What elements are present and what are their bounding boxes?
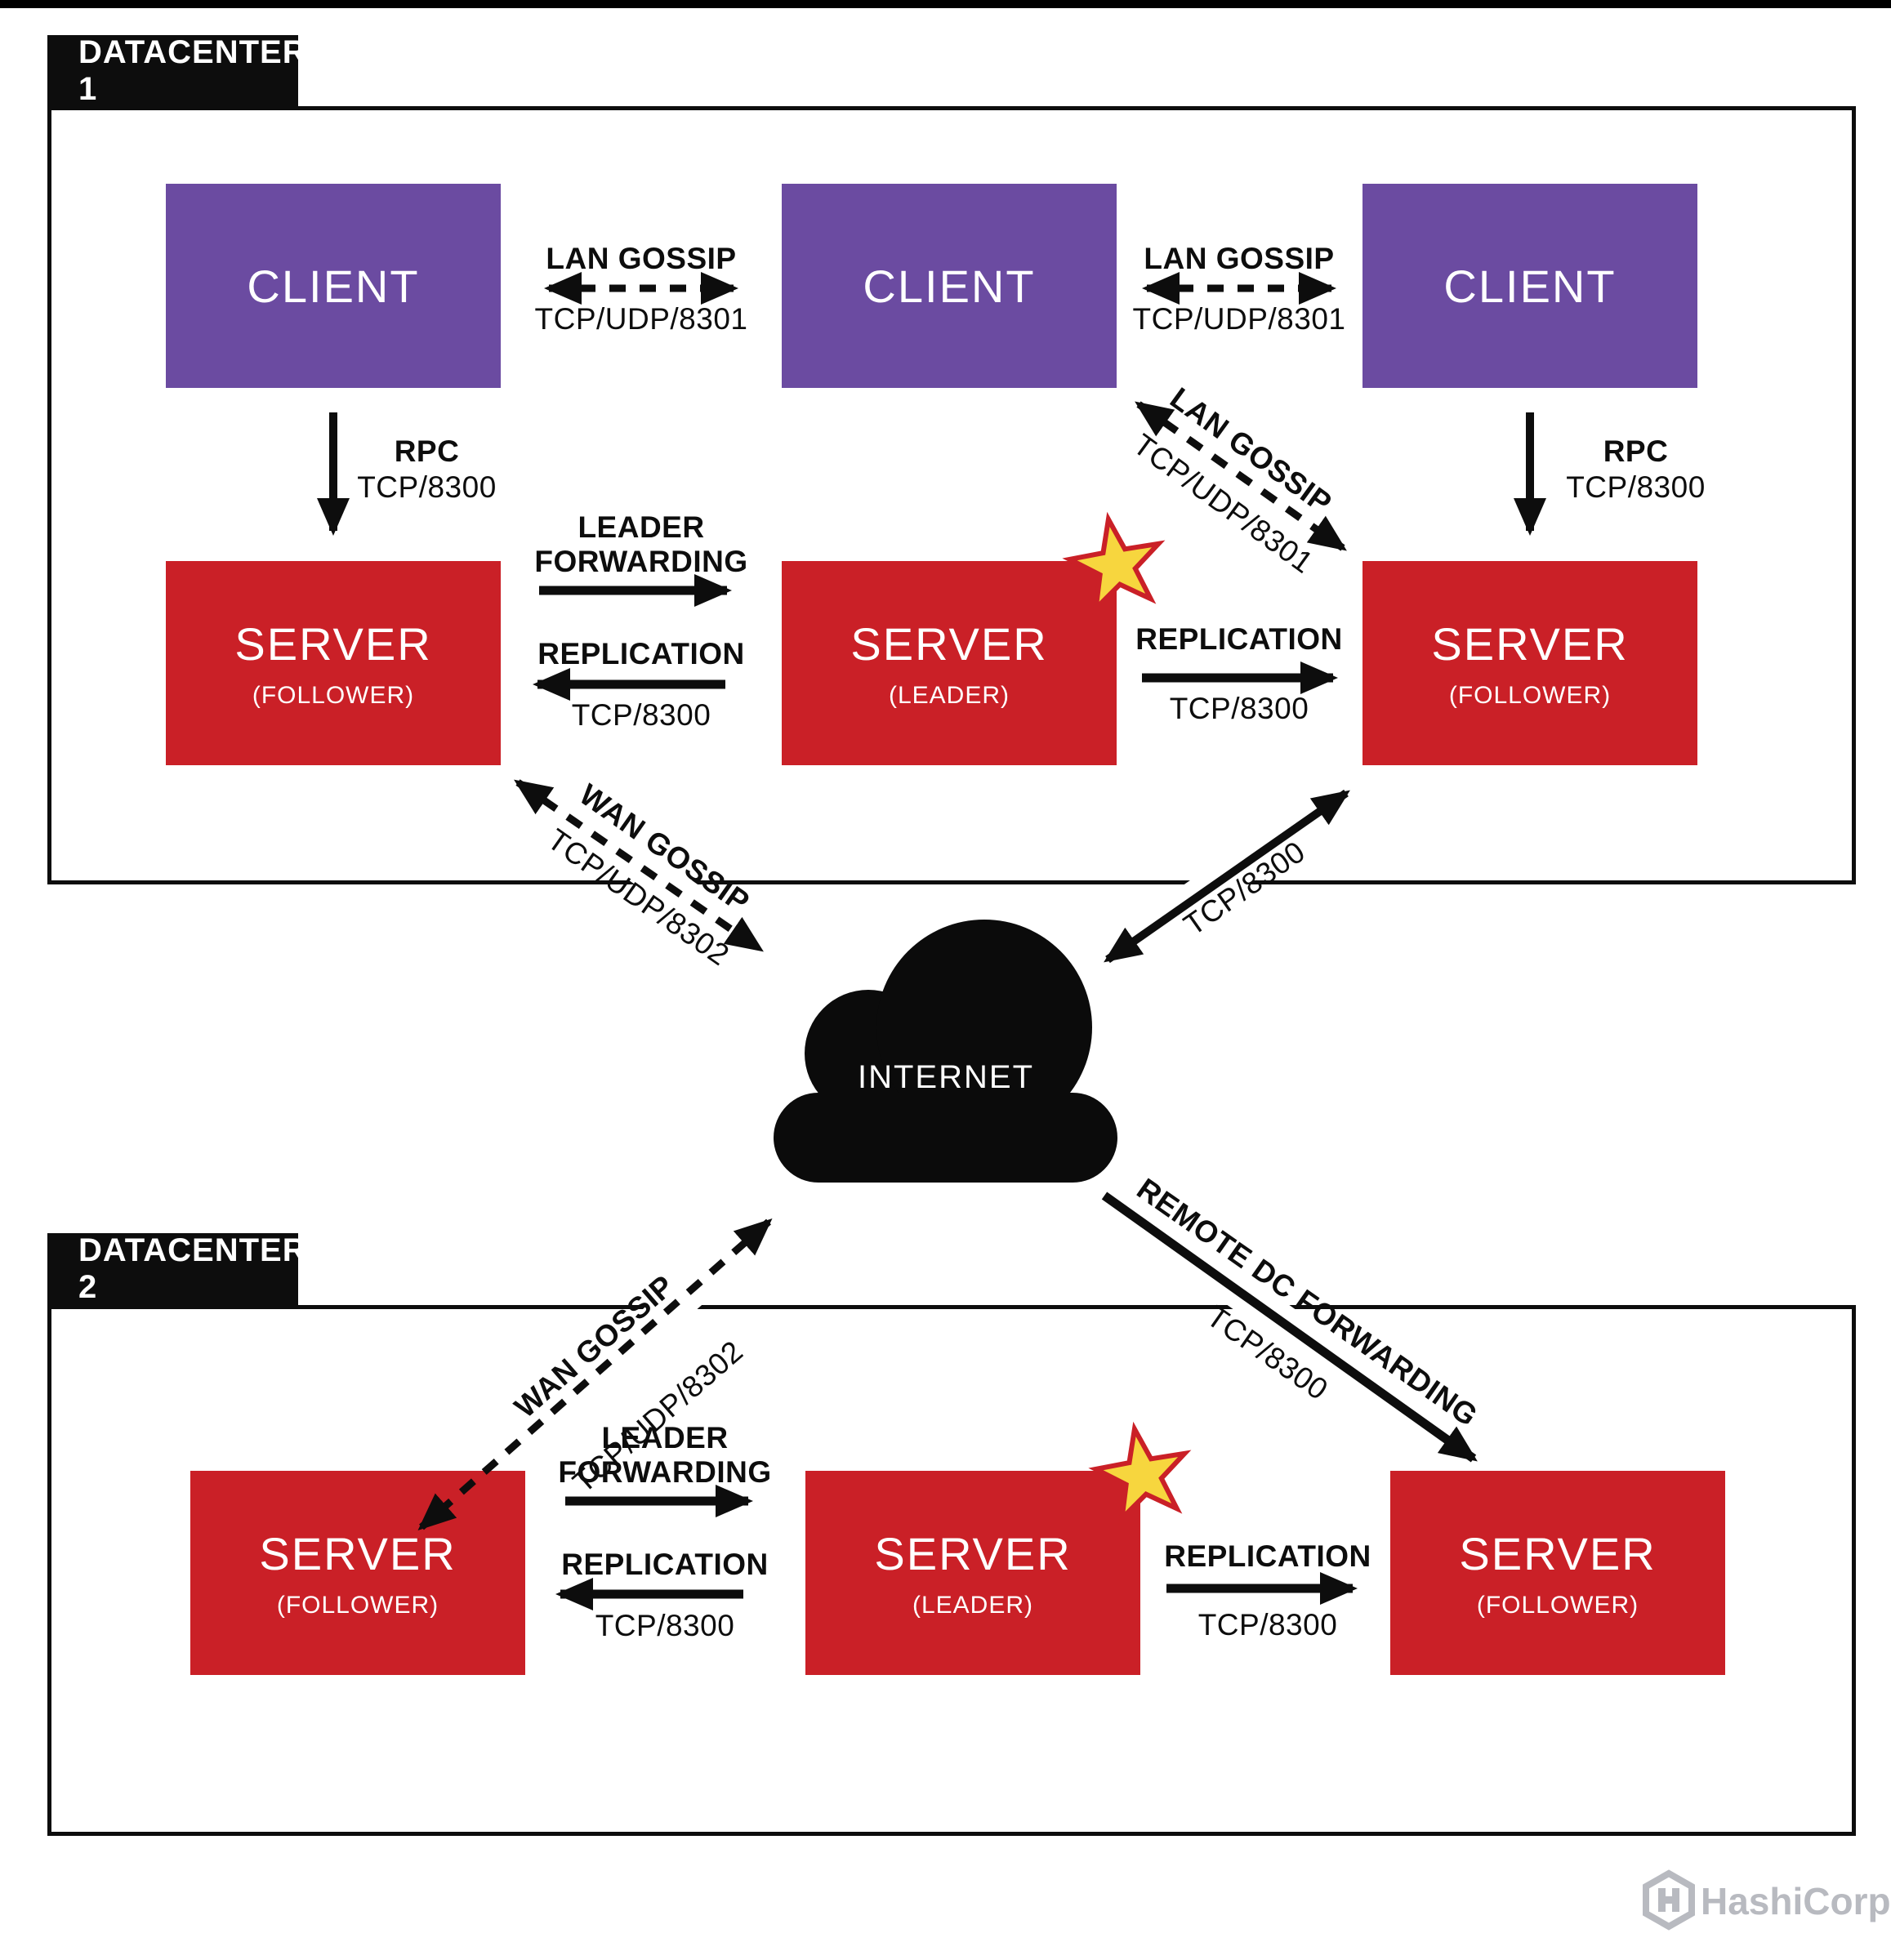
replication-dc2-right-port: TCP/8300 bbox=[1197, 1608, 1338, 1642]
datacenter1-label: DATACENTER 1 bbox=[78, 34, 307, 107]
lan-gossip-left-title: LAN GOSSIP bbox=[546, 242, 737, 275]
rpc-left-title: RPC bbox=[394, 434, 460, 468]
server-box-dc1-follower-right: SERVER (FOLLOWER) bbox=[1363, 561, 1697, 765]
leader-forwarding-dc2-line1: LEADER bbox=[601, 1421, 729, 1454]
replication-dc2-right-title: REPLICATION bbox=[1164, 1539, 1371, 1573]
internet-label: INTERNET bbox=[858, 1059, 1034, 1095]
hashicorp-logo-icon bbox=[1643, 1869, 1695, 1931]
datacenter2-frame bbox=[47, 1305, 1856, 1836]
replication-dc1-left-title: REPLICATION bbox=[537, 637, 745, 670]
client-label: CLIENT bbox=[1443, 260, 1617, 312]
replication-dc2-left-port: TCP/8300 bbox=[595, 1609, 735, 1642]
hashicorp-wordmark: HashiCorp bbox=[1701, 1880, 1891, 1922]
lan-gossip-left-port: TCP/UDP/8301 bbox=[534, 302, 748, 336]
server-label: SERVER bbox=[1431, 617, 1629, 670]
server-box-dc2-follower-right: SERVER (FOLLOWER) bbox=[1390, 1471, 1725, 1675]
server-role: (LEADER) bbox=[912, 1591, 1034, 1619]
leader-forwarding-dc1-line2: FORWARDING bbox=[534, 545, 748, 578]
replication-dc1-left-port: TCP/8300 bbox=[571, 698, 711, 732]
server-label: SERVER bbox=[850, 617, 1048, 670]
server-role: (FOLLOWER) bbox=[252, 681, 415, 709]
client-label: CLIENT bbox=[247, 260, 420, 312]
server-box-dc1-follower-left: SERVER (FOLLOWER) bbox=[166, 561, 501, 765]
client-box-2: CLIENT bbox=[782, 184, 1117, 388]
server-box-dc1-leader: SERVER (LEADER) bbox=[782, 561, 1117, 765]
server-box-dc2-follower-left: SERVER (FOLLOWER) bbox=[190, 1471, 525, 1675]
client-label: CLIENT bbox=[863, 260, 1036, 312]
server-box-dc2-leader: SERVER (LEADER) bbox=[805, 1471, 1140, 1675]
rpc-right-port: TCP/8300 bbox=[1566, 470, 1706, 504]
server-label: SERVER bbox=[259, 1527, 457, 1579]
top-border-bar bbox=[0, 0, 1891, 8]
internet-cloud-icon bbox=[774, 920, 1117, 1183]
server-role: (FOLLOWER) bbox=[1448, 681, 1612, 709]
server-role: (FOLLOWER) bbox=[1476, 1591, 1639, 1619]
rpc-right-title: RPC bbox=[1603, 434, 1669, 468]
datacenter2-tag: DATACENTER 2 bbox=[47, 1232, 306, 1305]
client-box-1: CLIENT bbox=[166, 184, 501, 388]
datacenter1-frame bbox=[47, 106, 1856, 884]
datacenter1-tag: DATACENTER 1 bbox=[47, 34, 306, 107]
lan-gossip-right-port: TCP/UDP/8301 bbox=[1132, 302, 1346, 336]
lan-gossip-right-title: LAN GOSSIP bbox=[1144, 242, 1335, 275]
replication-dc1-right-title: REPLICATION bbox=[1135, 622, 1343, 656]
replication-dc2-left-title: REPLICATION bbox=[561, 1548, 769, 1581]
server-role: (FOLLOWER) bbox=[276, 1591, 439, 1619]
leader-forwarding-dc1-line1: LEADER bbox=[578, 510, 705, 544]
server-label: SERVER bbox=[234, 617, 432, 670]
leader-forwarding-dc2-line2: FORWARDING bbox=[558, 1455, 772, 1489]
replication-dc1-right-port: TCP/8300 bbox=[1169, 692, 1309, 725]
client-box-3: CLIENT bbox=[1363, 184, 1697, 388]
server-role: (LEADER) bbox=[888, 681, 1010, 709]
server-label: SERVER bbox=[874, 1527, 1072, 1579]
datacenter2-label: DATACENTER 2 bbox=[78, 1232, 307, 1305]
server-label: SERVER bbox=[1459, 1527, 1657, 1579]
rpc-left-port: TCP/8300 bbox=[357, 470, 497, 504]
